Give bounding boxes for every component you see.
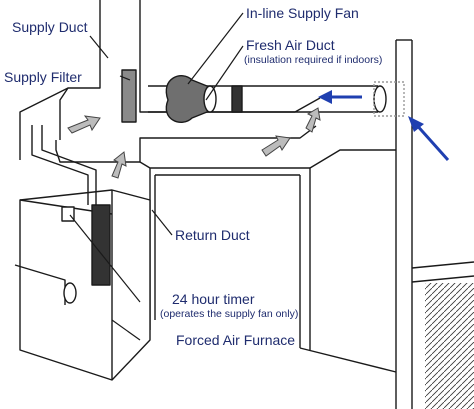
- leader-lines: [69, 12, 244, 341]
- airflow-gray-arrows: [67, 107, 321, 179]
- soil-hatch: [425, 283, 474, 409]
- inline-fan-shape: [165, 75, 217, 123]
- label-inline-fan: In-line Supply Fan: [246, 5, 359, 21]
- airflow-blue-arrows: [318, 90, 450, 162]
- furnace-shape: [19, 189, 151, 381]
- label-timer: 24 hour timer: [172, 291, 255, 307]
- supply-filter-shape: [121, 69, 137, 123]
- gas-pipe-shape: [14, 125, 97, 305]
- label-furnace: Forced Air Furnace: [176, 332, 296, 348]
- label-supply-duct: Supply Duct: [12, 19, 88, 35]
- exterior-wall: [395, 39, 474, 409]
- label-return-duct: Return Duct: [175, 227, 250, 243]
- label-supply-filter: Supply Filter: [4, 69, 82, 85]
- label-timer-note: (operates the supply fan only): [160, 308, 299, 320]
- label-fresh-air-note: (insulation required if indoors): [244, 54, 383, 66]
- label-fresh-air-duct: Fresh Air Duct: [246, 37, 335, 53]
